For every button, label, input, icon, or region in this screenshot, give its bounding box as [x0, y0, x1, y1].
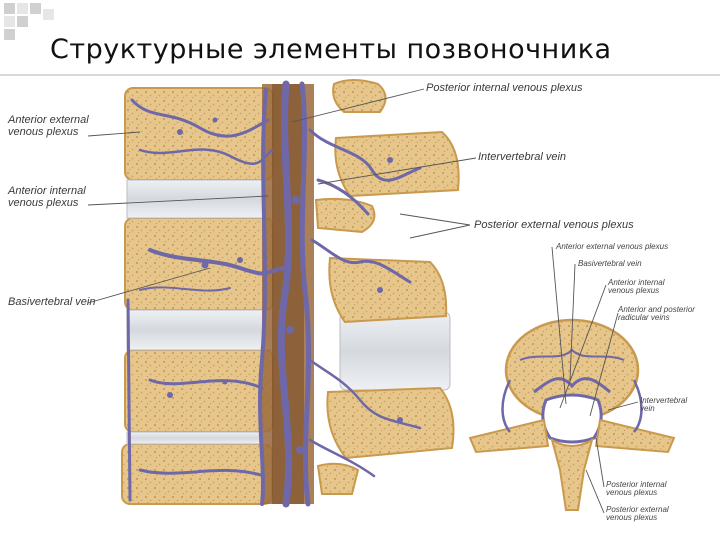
vein-clusters [167, 117, 403, 454]
slide-title: Структурные элементы позвоночника [50, 34, 612, 65]
label-line: Anterior internal [8, 185, 86, 197]
label-basivertebral-vein: Basivertebral vein [8, 296, 96, 309]
inset-label-intervertebral-vein: Intervertebral vein [640, 396, 688, 414]
label-anterior-external-venous-plexus: Anterior external venous plexus [8, 114, 89, 138]
label-line: radicular veins [618, 313, 670, 323]
inset-cross-section [468, 318, 676, 511]
inset-label-posterior-external-venous-plexus: Posterior external venous plexus [606, 505, 669, 523]
label-line: venous plexus [8, 196, 79, 209]
venous-plexus [126, 80, 422, 508]
intervertebral-discs [126, 179, 451, 445]
label-line: Basivertebral vein [578, 259, 642, 268]
label-anterior-internal-venous-plexus: Anterior internal venous plexus [8, 185, 86, 209]
label-line: Posterior external [606, 505, 669, 514]
label-line: Anterior external venous plexus [556, 242, 669, 251]
leader-lines [87, 88, 639, 514]
inset-label-posterior-internal-venous-plexus: Posterior internal venous plexus [606, 480, 667, 498]
label-line: Posterior internal [606, 480, 667, 489]
label-line: venous plexus [606, 488, 658, 498]
inset-label-basivertebral-vein: Basivertebral vein [578, 259, 642, 268]
inset-label-radicular-veins: Anterior and posterior radicular veins [618, 305, 695, 323]
label-intervertebral-vein: Intervertebral vein [478, 151, 567, 163]
label-line: venous plexus [606, 513, 658, 523]
label-line: Intervertebral [640, 396, 688, 405]
label-line: Basivertebral vein [8, 296, 96, 308]
label-posterior-internal-venous-plexus: Posterior internal venous plexus [426, 82, 583, 94]
label-line: Anterior and posterior [618, 305, 695, 314]
inset-label-anterior-internal-venous-plexus: Anterior internal venous plexus [608, 278, 665, 296]
posterior-elements [314, 79, 460, 495]
label-posterior-external-venous-plexus: Posterior external venous plexus [474, 219, 634, 231]
label-line: venous plexus [8, 125, 79, 138]
inset-label-anterior-external-venous-plexus: Anterior external venous plexus [556, 242, 669, 251]
title-divider [0, 74, 720, 76]
label-line: venous plexus [608, 286, 660, 296]
label-line: Anterior external [8, 114, 89, 126]
label-line: vein [640, 404, 655, 414]
label-line: Anterior internal [608, 278, 665, 287]
